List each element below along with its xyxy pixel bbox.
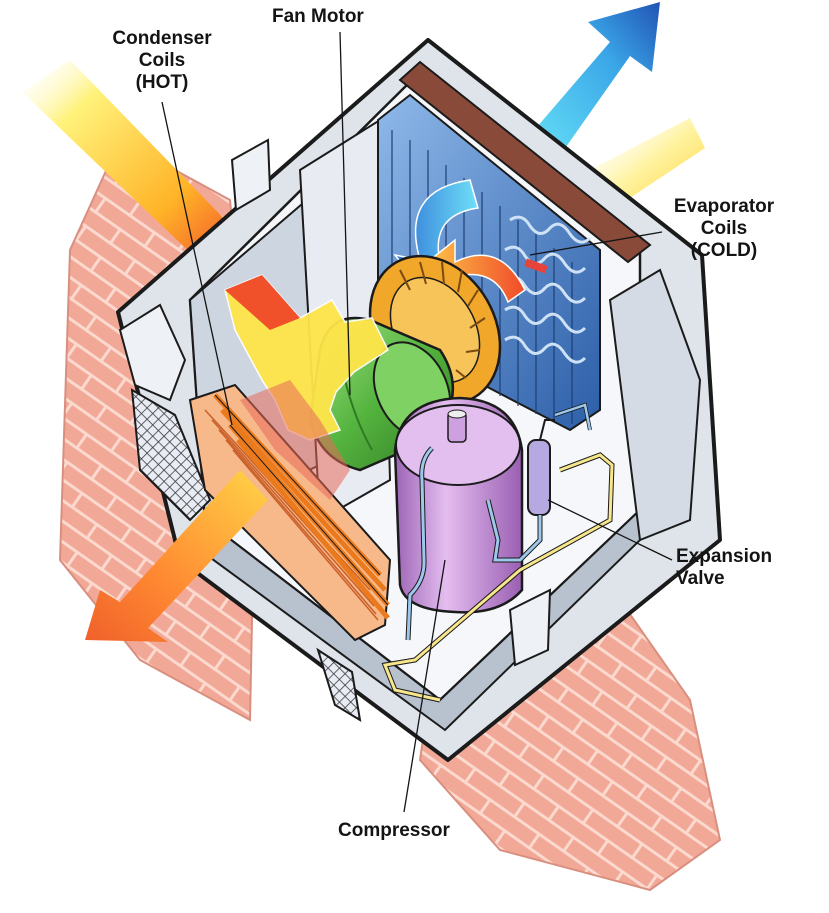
label-fan-motor: Fan Motor bbox=[272, 6, 364, 28]
leader-condenser bbox=[161, 101, 233, 426]
leader-fan-motor bbox=[339, 31, 351, 396]
condenser-label-line2: Coils bbox=[138, 50, 186, 71]
fan-motor-label: Fan Motor bbox=[272, 6, 364, 27]
evaporator-label-line3: (COLD) bbox=[690, 240, 758, 261]
compressor-label: Compressor bbox=[338, 820, 450, 841]
expansion-label-line2: Valve bbox=[676, 568, 725, 589]
condenser-label-line3: (HOT) bbox=[135, 72, 189, 93]
label-leader-lines bbox=[161, 31, 673, 813]
label-expansion-valve: Expansion Valve bbox=[676, 546, 772, 590]
hot-air-intake-arrow bbox=[22, 60, 235, 262]
leader-compressor bbox=[403, 559, 446, 813]
hot-air-exhaust-arrow bbox=[85, 470, 268, 642]
expansion-label-line1: Expansion bbox=[676, 546, 773, 567]
condenser-coils bbox=[188, 380, 392, 642]
leader-evaporator bbox=[529, 231, 663, 256]
label-condenser-coils: Condenser Coils (HOT) bbox=[80, 28, 244, 94]
label-compressor: Compressor bbox=[338, 820, 450, 842]
refrigerant-piping bbox=[381, 402, 615, 703]
label-evaporator-coils: Evaporator Coils (COLD) bbox=[654, 196, 794, 262]
leader-expansion bbox=[547, 499, 673, 561]
room-air-intake-arrow bbox=[590, 118, 705, 210]
expansion-valve bbox=[527, 419, 555, 516]
evaporator-label-line1: Evaporator bbox=[673, 196, 775, 217]
evaporator-label-line2: Coils bbox=[700, 218, 748, 239]
condenser-label-line1: Condenser bbox=[112, 28, 212, 49]
compressor bbox=[393, 396, 524, 614]
